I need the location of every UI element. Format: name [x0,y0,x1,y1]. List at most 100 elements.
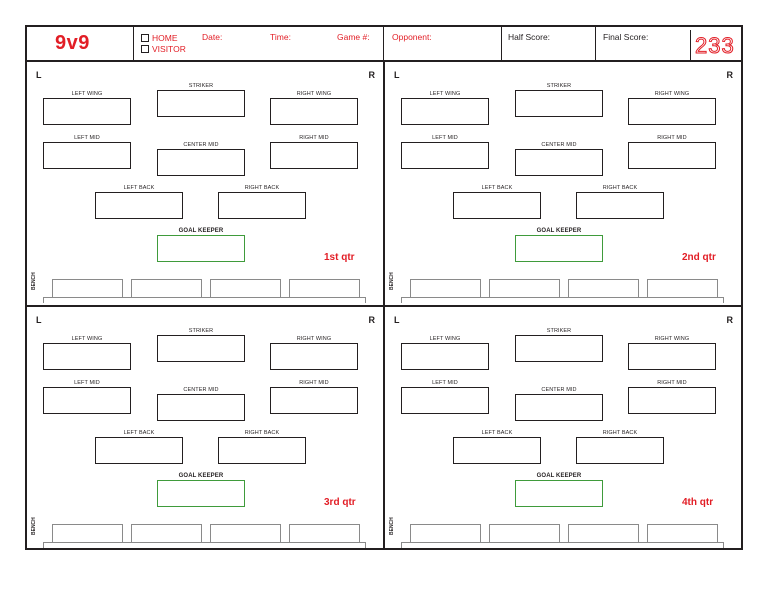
right-side-marker: R [368,315,376,325]
right-side-marker: R [726,70,734,80]
bench-slot[interactable] [52,279,123,297]
header-divider [133,27,134,60]
right-back-box[interactable] [218,192,306,219]
goal-keeper-box[interactable] [157,235,245,262]
visitor-label: VISITOR [152,44,186,54]
right-back-box[interactable] [576,192,664,219]
time-label: Time: [270,32,291,42]
left-mid-box[interactable] [43,142,131,169]
left-mid-box[interactable] [401,142,489,169]
opponent-label: Opponent: [392,32,432,42]
right-mid-box[interactable] [628,387,716,414]
center-mid-box[interactable] [515,394,603,421]
goal-keeper-box[interactable] [515,235,603,262]
bench-slot[interactable] [489,524,560,542]
bench-slot[interactable] [131,524,202,542]
visitor-checkbox[interactable] [141,45,149,53]
striker-label: STRIKER [188,83,214,89]
bench-slot[interactable] [647,524,718,542]
striker-label: STRIKER [546,328,572,334]
bench-slot[interactable] [568,524,639,542]
left-wing-label: LEFT WING [71,336,103,342]
bench-bar [401,542,724,548]
left-wing-box[interactable] [401,343,489,370]
center-mid-box[interactable] [157,394,245,421]
right-back-box[interactable] [218,437,306,464]
right-back-box[interactable] [576,437,664,464]
game-number-box: 233 [690,30,740,60]
right-wing-label: RIGHT WING [296,336,332,342]
left-side-marker: L [36,315,42,325]
right-wing-box[interactable] [270,343,358,370]
bench-slot[interactable] [489,279,560,297]
left-back-box[interactable] [453,192,541,219]
game-number: 233 [695,33,735,59]
left-back-box[interactable] [95,437,183,464]
striker-box[interactable] [157,90,245,117]
bench-slot[interactable] [210,524,281,542]
bench-slot[interactable] [289,279,360,297]
right-mid-label: RIGHT MID [657,380,687,386]
center-mid-box[interactable] [157,149,245,176]
quarter-label: 3rd qtr [324,497,356,508]
left-mid-label: LEFT MID [432,135,458,141]
bench-slot[interactable] [568,279,639,297]
center-mid-label: CENTER MID [541,142,577,148]
bench-slot[interactable] [647,279,718,297]
right-side-marker: R [368,70,376,80]
bench-label: BENCH [31,517,37,535]
center-mid-label: CENTER MID [183,387,219,393]
goal-keeper-label: GOAL KEEPER [178,473,224,479]
right-wing-box[interactable] [628,343,716,370]
left-wing-box[interactable] [43,343,131,370]
right-back-label: RIGHT BACK [602,185,638,191]
bench-slot[interactable] [210,279,281,297]
left-back-box[interactable] [453,437,541,464]
left-wing-label: LEFT WING [429,91,461,97]
left-wing-box[interactable] [401,98,489,125]
right-wing-box[interactable] [270,98,358,125]
final-score-label: Final Score: [603,32,649,42]
right-mid-box[interactable] [270,142,358,169]
goal-keeper-box[interactable] [515,480,603,507]
right-wing-box[interactable] [628,98,716,125]
bench-slot[interactable] [410,279,481,297]
striker-box[interactable] [515,335,603,362]
right-wing-label: RIGHT WING [654,336,690,342]
quarter-label: 1st qtr [324,252,355,263]
left-back-box[interactable] [95,192,183,219]
visitor-option[interactable]: VISITOR [141,44,186,54]
left-mid-box[interactable] [43,387,131,414]
right-wing-label: RIGHT WING [654,91,690,97]
date-label: Date: [202,32,223,42]
center-mid-label: CENTER MID [541,387,577,393]
left-back-label: LEFT BACK [481,430,513,436]
header-divider [501,27,502,60]
right-mid-box[interactable] [628,142,716,169]
bench-slot[interactable] [52,524,123,542]
bench-bar [401,297,724,303]
home-checkbox[interactable] [141,34,149,42]
striker-label: STRIKER [188,328,214,334]
home-option[interactable]: HOME [141,33,178,43]
header-divider [595,27,596,60]
goal-keeper-box[interactable] [157,480,245,507]
left-mid-box[interactable] [401,387,489,414]
bench-slot[interactable] [289,524,360,542]
left-side-marker: L [394,70,400,80]
striker-box[interactable] [515,90,603,117]
quarter-label: 2nd qtr [682,252,716,263]
center-mid-box[interactable] [515,149,603,176]
right-back-label: RIGHT BACK [602,430,638,436]
left-wing-box[interactable] [43,98,131,125]
right-side-marker: R [726,315,734,325]
right-mid-box[interactable] [270,387,358,414]
bench-slot[interactable] [131,279,202,297]
striker-box[interactable] [157,335,245,362]
quarter-label: 4th qtr [682,497,714,508]
bench-slot[interactable] [410,524,481,542]
half-score-label: Half Score: [508,32,551,42]
